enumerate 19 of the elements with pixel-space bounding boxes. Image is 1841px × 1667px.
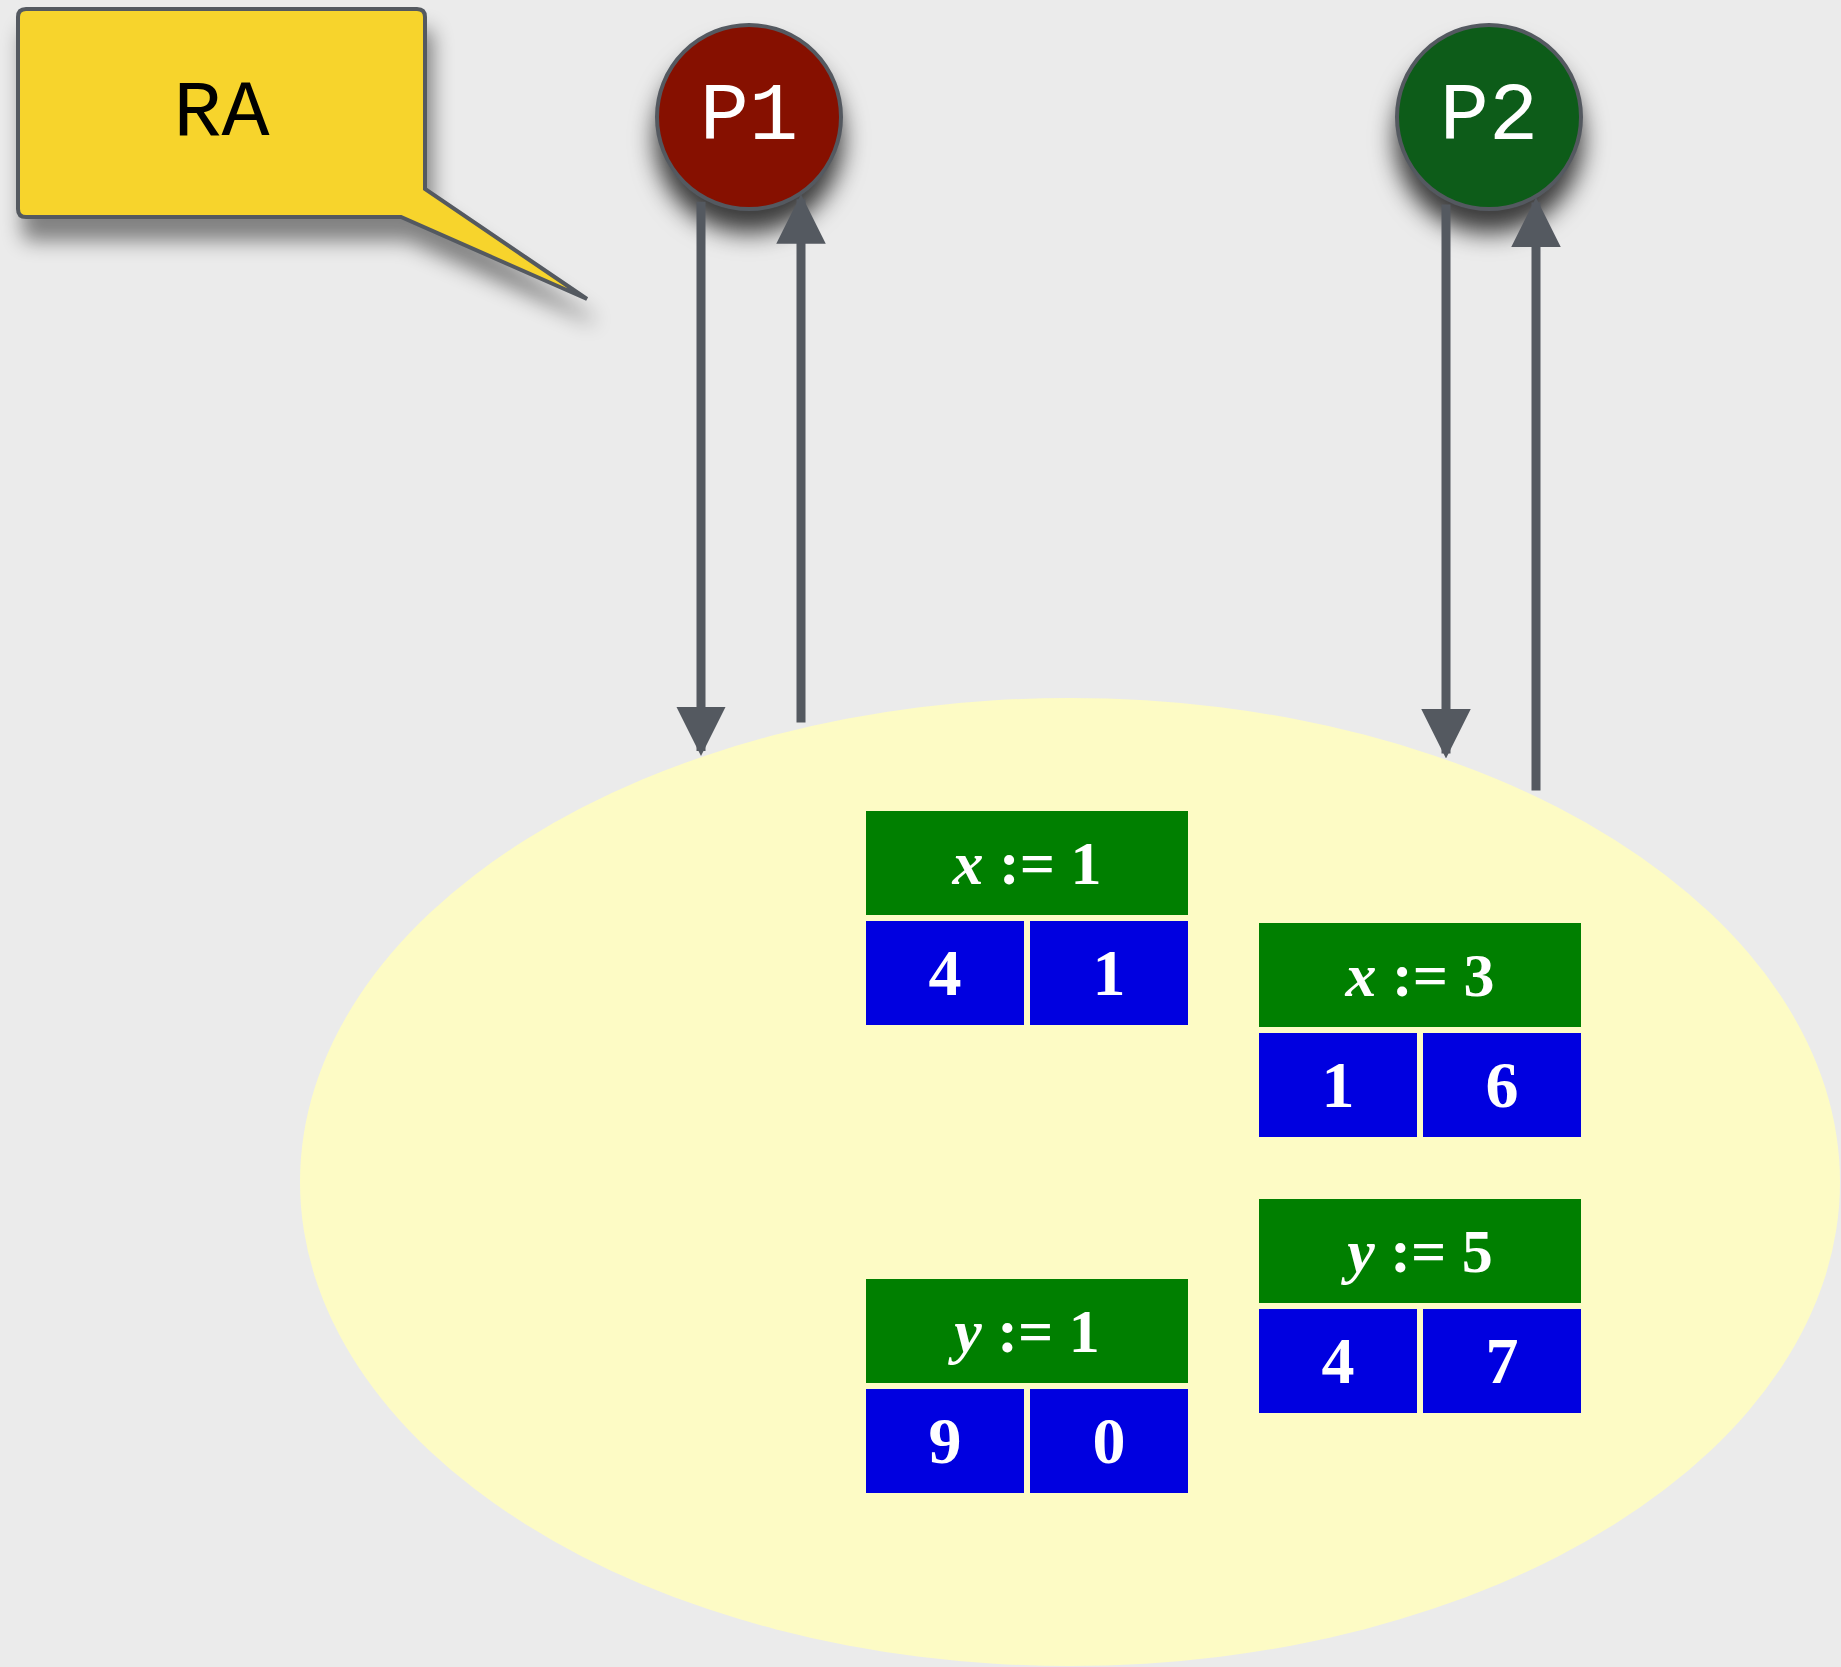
arrow <box>776 194 826 723</box>
arrow <box>1421 204 1471 759</box>
assignment-header: x := 3 <box>1259 923 1581 1027</box>
assignment-header: y := 5 <box>1259 1199 1581 1303</box>
arrow <box>1511 197 1561 791</box>
process-label: P1 <box>699 70 799 164</box>
value-cell: 1 <box>1259 1033 1417 1137</box>
arrow <box>676 201 726 757</box>
value-cell: 7 <box>1423 1309 1581 1413</box>
value-cell: 6 <box>1423 1033 1581 1137</box>
value-cell: 4 <box>1259 1309 1417 1413</box>
assignment-header: x := 1 <box>866 811 1188 915</box>
assignment-header: y := 1 <box>866 1279 1188 1383</box>
process-label: P2 <box>1439 70 1539 164</box>
value-cell: 4 <box>866 921 1024 1025</box>
callout-text: RA <box>173 67 270 159</box>
value-cell: 0 <box>1030 1389 1188 1493</box>
value-cell: 1 <box>1030 921 1188 1025</box>
value-cell: 9 <box>866 1389 1024 1493</box>
